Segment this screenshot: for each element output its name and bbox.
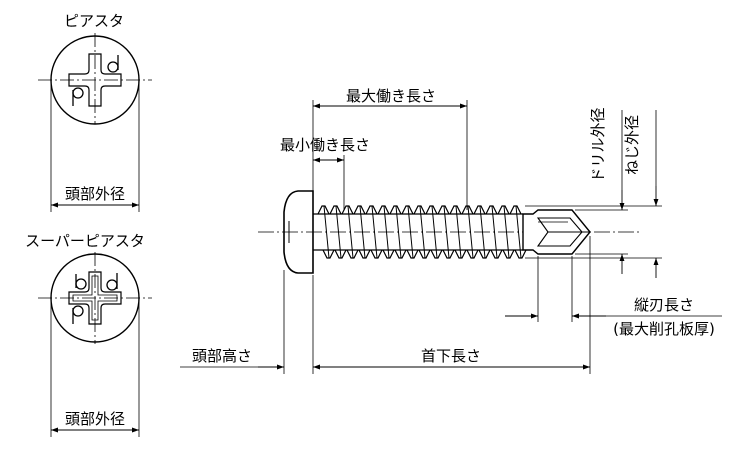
bottom-head-diameter-label: 頭部外径	[65, 410, 125, 428]
thread-crest-top	[473, 205, 486, 215]
thread-helix-line	[443, 205, 450, 259]
thread-helix-line	[395, 205, 402, 259]
thread-crest-top	[485, 205, 498, 215]
thread-helix-line	[455, 205, 462, 259]
thread-helix-line	[347, 205, 354, 259]
screw-head	[283, 190, 314, 274]
bottom-head-marking-p	[72, 305, 84, 324]
screw-thread-helix	[323, 205, 522, 259]
thread-crest-top	[461, 205, 474, 215]
top-head-marking-p	[72, 87, 84, 106]
top-head-outline	[50, 35, 140, 125]
thread-crest-top	[437, 205, 450, 215]
bottom-head-view: スーパーピアスタ 頭部外径	[25, 232, 152, 437]
max-working-length-label: 最大働き長さ	[346, 87, 436, 105]
screw-thread-top	[317, 205, 522, 215]
thread-crest-top	[353, 205, 366, 215]
thread-helix-line	[359, 205, 366, 259]
thread-crest-top	[449, 205, 462, 215]
thread-helix-line	[503, 205, 510, 259]
thread-crest-top	[425, 205, 438, 215]
screw-side-view	[258, 190, 640, 274]
side-view-dimensions: 最大働き長さ 最小働き長さ ドリル外径 ねじ外径 縦刃長さ (最大削孔板厚)	[180, 87, 722, 374]
thread-helix-line	[407, 205, 414, 259]
bottom-head-title: スーパーピアスタ	[25, 232, 145, 250]
thread-helix-line	[383, 205, 390, 259]
bottom-head-cross-recess	[68, 271, 122, 325]
head-height-label: 頭部高さ	[192, 347, 252, 365]
thread-diameter-label: ねじ外径	[623, 115, 641, 175]
bottom-head-marking-b	[75, 274, 87, 290]
thread-helix-line	[323, 205, 330, 259]
bottom-head-outline	[50, 253, 140, 343]
top-head-marking-d	[107, 55, 119, 73]
bottom-head-marking-d	[106, 273, 118, 291]
thread-helix-line	[419, 205, 426, 259]
min-working-length-label: 最小働き長さ	[280, 136, 370, 154]
max-drill-thickness-label: (最大削孔板厚)	[613, 320, 715, 338]
thread-crest-top	[329, 205, 342, 215]
top-head-diameter-label: 頭部外径	[65, 185, 125, 203]
thread-helix-line	[335, 205, 342, 259]
thread-helix-line	[431, 205, 438, 259]
drill-diameter-label: ドリル外径	[589, 107, 607, 182]
thread-helix-line	[479, 205, 486, 259]
thread-helix-line	[371, 205, 378, 259]
top-head-title: ピアスタ	[64, 12, 124, 30]
under-head-length-label: 首下長さ	[421, 347, 481, 365]
thread-crest-top	[497, 205, 510, 215]
thread-crest-top	[365, 205, 378, 215]
thread-crest-top	[509, 205, 522, 215]
thread-crest-top	[389, 205, 402, 215]
thread-helix-line	[491, 205, 498, 259]
top-head-cross-recess	[68, 53, 122, 107]
thread-crest-top	[401, 205, 414, 215]
thread-crest-top	[317, 205, 330, 215]
top-head-view: ピアスタ 頭部外径	[38, 12, 152, 212]
thread-helix-line	[515, 205, 522, 259]
thread-helix-line	[467, 205, 474, 259]
flute-length-label: 縦刃長さ	[634, 296, 694, 314]
thread-crest-top	[377, 205, 390, 215]
thread-crest-top	[413, 205, 426, 215]
bottom-head-cross-recess-inner	[72, 275, 118, 321]
